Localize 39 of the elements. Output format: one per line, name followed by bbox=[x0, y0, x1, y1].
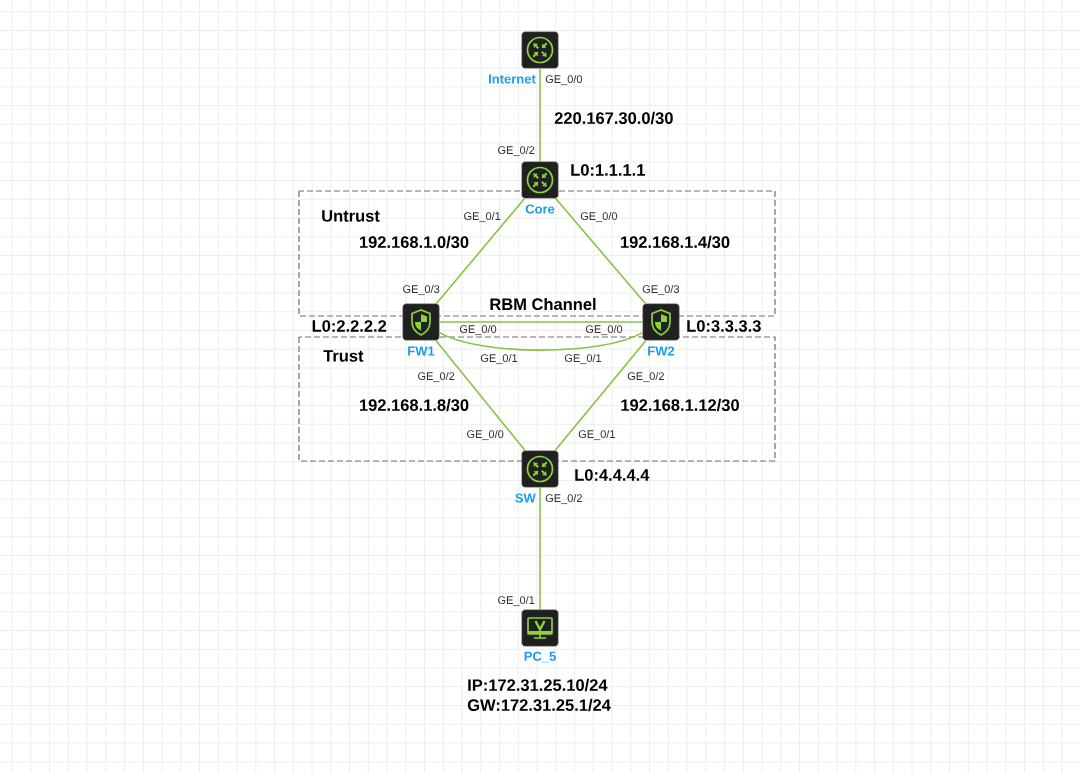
port-label: GE_0/2 bbox=[627, 371, 664, 383]
subnet-label: 192.168.1.12/30 bbox=[621, 398, 739, 412]
device-name: PC_5 bbox=[524, 651, 556, 663]
port-label: GE_0/2 bbox=[498, 145, 535, 157]
channel-label: RBM Channel bbox=[490, 297, 596, 311]
device-name: SW bbox=[515, 493, 536, 503]
port-label: GE_0/1 bbox=[564, 353, 602, 365]
subnet-label: 220.167.30.0/30 bbox=[554, 111, 673, 125]
port-label: GE_0/2 bbox=[545, 493, 582, 505]
link-line bbox=[435, 339, 526, 452]
loopback-label: L0:1.1.1.1 bbox=[571, 164, 645, 176]
port-label: GE_0/0 bbox=[459, 324, 497, 336]
port-label: GE_0/0 bbox=[580, 211, 618, 223]
port-label: GE_0/1 bbox=[578, 429, 615, 441]
link-line bbox=[554, 339, 647, 452]
port-label: GE_0/1 bbox=[498, 595, 535, 607]
device-name: Internet bbox=[489, 74, 536, 84]
link-line bbox=[435, 197, 526, 305]
address-label: IP:172.31.25.10/24 bbox=[468, 678, 608, 692]
link-line bbox=[438, 321, 644, 323]
loopback-label: L0:4.4.4.4 bbox=[575, 469, 650, 481]
link-line bbox=[539, 486, 541, 611]
port-label: GE_0/0 bbox=[585, 324, 623, 336]
link-line bbox=[539, 67, 541, 163]
subnet-label: 192.168.1.0/30 bbox=[360, 235, 469, 249]
port-label: GE_0/1 bbox=[464, 211, 501, 223]
device-name: Core bbox=[525, 204, 555, 214]
link-line bbox=[554, 197, 647, 305]
port-label: GE_0/1 bbox=[480, 353, 518, 365]
subnet-label: 192.168.1.4/30 bbox=[621, 235, 730, 249]
subnet-label: 192.168.1.8/30 bbox=[360, 398, 469, 412]
device-name: FW2 bbox=[648, 346, 675, 356]
port-label: GE_0/0 bbox=[545, 74, 583, 86]
port-label: GE_0/2 bbox=[418, 371, 455, 383]
address-label: GW:172.31.25.1/24 bbox=[467, 698, 611, 712]
device-name: FW1 bbox=[408, 346, 435, 356]
link-line bbox=[438, 331, 644, 351]
loopback-label: L0:2.2.2.2 bbox=[312, 320, 387, 332]
loopback-label: L0:3.3.3.3 bbox=[687, 320, 761, 332]
